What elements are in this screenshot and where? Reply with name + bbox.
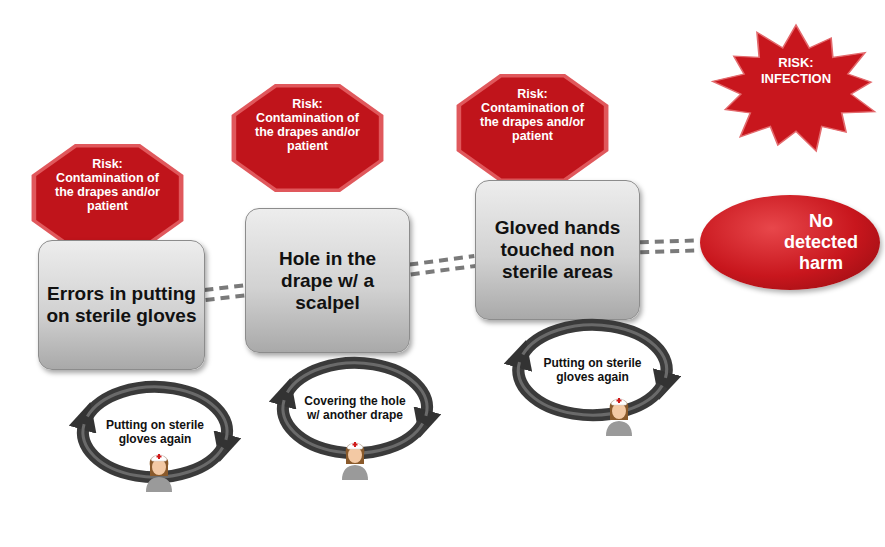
- dashed-connector: [409, 256, 475, 275]
- recovery-cycle: Putting on sterile gloves again: [70, 372, 240, 492]
- node-text: Covering the hole w/ another drape: [299, 394, 411, 422]
- risk-starburst: RISK: INFECTION: [712, 25, 880, 153]
- node-text: Errors in putting on sterile gloves: [47, 283, 197, 327]
- dashed-line: [206, 295, 246, 300]
- dashed-connector: [204, 285, 245, 300]
- node-text: No detected harm: [776, 211, 866, 274]
- node-text: Gloved hands touched non sterile areas: [483, 217, 633, 283]
- node-text: Risk: Contamination of the drapes and/or…: [52, 157, 164, 213]
- text-holder: Gloved hands touched non sterile areas: [483, 217, 633, 283]
- recovery-cycle: Covering the hole w/ another drape: [270, 348, 440, 468]
- node-text: RISK: INFECTION: [756, 55, 836, 87]
- node-text: Putting on sterile gloves again: [99, 418, 211, 446]
- dashed-connector: [640, 240, 700, 252]
- risk-octagon: Risk: Contamination of the drapes and/or…: [230, 83, 385, 193]
- node-text: Risk: Contamination of the drapes and/or…: [477, 87, 589, 143]
- text-holder: Hole in the drape w/ a scalpel: [253, 248, 403, 314]
- error-box: Gloved hands touched non sterile areas: [475, 180, 640, 320]
- text-holder: Risk: Contamination of the drapes and/or…: [252, 83, 364, 153]
- dashed-line: [640, 250, 700, 252]
- risk-octagon: Risk: Contamination of the drapes and/or…: [30, 143, 185, 253]
- text-holder: Risk: Contamination of the drapes and/or…: [477, 73, 589, 143]
- node-text: Putting on sterile gloves again: [537, 356, 649, 384]
- error-box: Hole in the drape w/ a scalpel: [245, 208, 410, 353]
- text-holder: Risk: Contamination of the drapes and/or…: [52, 143, 164, 213]
- text-holder: Errors in putting on sterile gloves: [47, 283, 197, 327]
- dashed-line: [204, 285, 244, 290]
- text-holder: Covering the hole w/ another drape: [299, 394, 411, 422]
- dashed-line: [409, 256, 474, 265]
- node-text: Hole in the drape w/ a scalpel: [253, 248, 403, 314]
- starburst-outline: [712, 25, 880, 153]
- text-holder: Putting on sterile gloves again: [99, 418, 211, 446]
- text-holder: No detected harm: [776, 211, 866, 274]
- risk-octagon: Risk: Contamination of the drapes and/or…: [455, 73, 610, 183]
- text-holder: RISK: INFECTION: [756, 25, 836, 87]
- dashed-line: [411, 266, 476, 275]
- text-holder: Putting on sterile gloves again: [537, 356, 649, 384]
- outcome-ellipse: No detected harm: [700, 195, 880, 290]
- recovery-cycle: Putting on sterile gloves again: [505, 310, 680, 430]
- dashed-line: [640, 240, 700, 242]
- error-box: Errors in putting on sterile gloves: [38, 240, 205, 370]
- node-text: Risk: Contamination of the drapes and/or…: [252, 97, 364, 153]
